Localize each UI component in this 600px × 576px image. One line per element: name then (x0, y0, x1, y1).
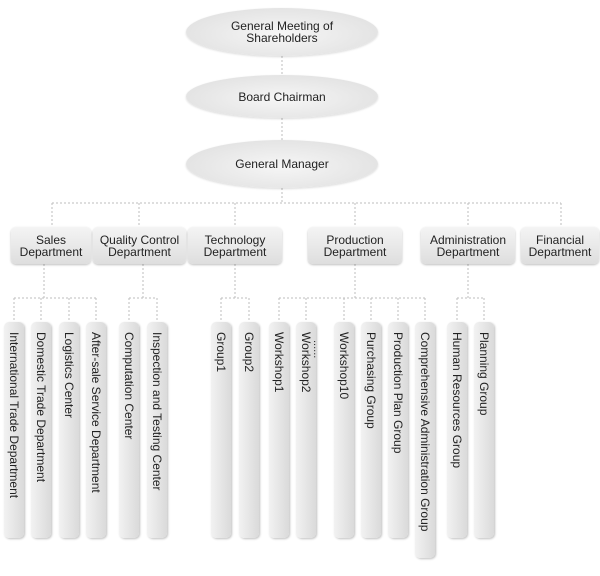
node-label: Sales Department (19, 232, 83, 259)
node-label: Administration Department (429, 232, 507, 259)
node-label: Production Plan Group (391, 332, 405, 454)
node-planning-group: Planning Group (474, 322, 494, 538)
node-logistics-center: Logistics Center (59, 322, 79, 538)
node-sales-department: Sales Department (11, 227, 91, 264)
node-quality-control-department: Quality Control Department (93, 227, 186, 264)
node-label: Board Chairman (238, 89, 326, 104)
node-label: Group2 (242, 332, 256, 373)
node-production-department: Production Department (308, 227, 402, 264)
node-production-plan-group: Production Plan Group (388, 322, 408, 538)
node-workshop1: Workshop1 (269, 322, 289, 538)
node-purchasing-group: Purchasing Group (361, 322, 381, 538)
node-label: Inspection and Testing Center (150, 332, 164, 491)
node-group2: Group2 (239, 322, 259, 538)
node-inspection-testing-center: Inspection and Testing Center (147, 322, 167, 538)
node-label: Production Department (323, 232, 387, 259)
node-workshop2: Workshop2 (296, 322, 316, 538)
node-label: Technology Department (203, 232, 267, 259)
node-label: Workshop1 (272, 332, 286, 393)
node-label: Human Resources Group (450, 332, 464, 469)
node-label: Group1 (214, 332, 228, 373)
node-financial-department: Financial Department (521, 227, 599, 264)
node-comprehensive-administration-group: Comprehensive Administration Group (415, 322, 435, 558)
node-technology-department: Technology Department (188, 227, 282, 264)
node-group1: Group1 (211, 322, 231, 538)
node-label: Planning Group (477, 332, 491, 416)
node-label: General Manager (235, 157, 329, 171)
node-label: Domestic Trade Department (34, 332, 48, 483)
node-shareholders: General Meeting of Shareholders (186, 8, 378, 56)
node-workshop10: Workshop10 (334, 322, 354, 538)
node-label: Computation Center (122, 332, 136, 440)
node-label: General Meeting of Shareholders (230, 19, 334, 45)
node-label: International Trade Department (7, 332, 21, 499)
node-label: After-sale Service Department (89, 332, 103, 493)
node-label: Quality Control Department (99, 232, 180, 259)
node-computation-center: Computation Center (119, 322, 139, 538)
node-administration-department: Administration Department (421, 227, 515, 264)
node-label: Purchasing Group (364, 332, 378, 429)
node-general-manager: General Manager (186, 140, 378, 188)
node-label: Workshop10 (337, 332, 351, 400)
node-after-sale-service-department: After-sale Service Department (86, 322, 106, 538)
ellipsis-label: ...... (311, 340, 323, 359)
node-label: Logistics Center (62, 332, 76, 419)
node-domestic-trade-department: Domestic Trade Department (31, 322, 51, 538)
node-label: Financial Department (528, 232, 592, 259)
node-international-trade-department: International Trade Department (4, 322, 24, 538)
node-label: Comprehensive Administration Group (418, 332, 432, 532)
node-human-resources-group: Human Resources Group (447, 322, 467, 538)
node-board-chairman: Board Chairman (186, 75, 378, 118)
